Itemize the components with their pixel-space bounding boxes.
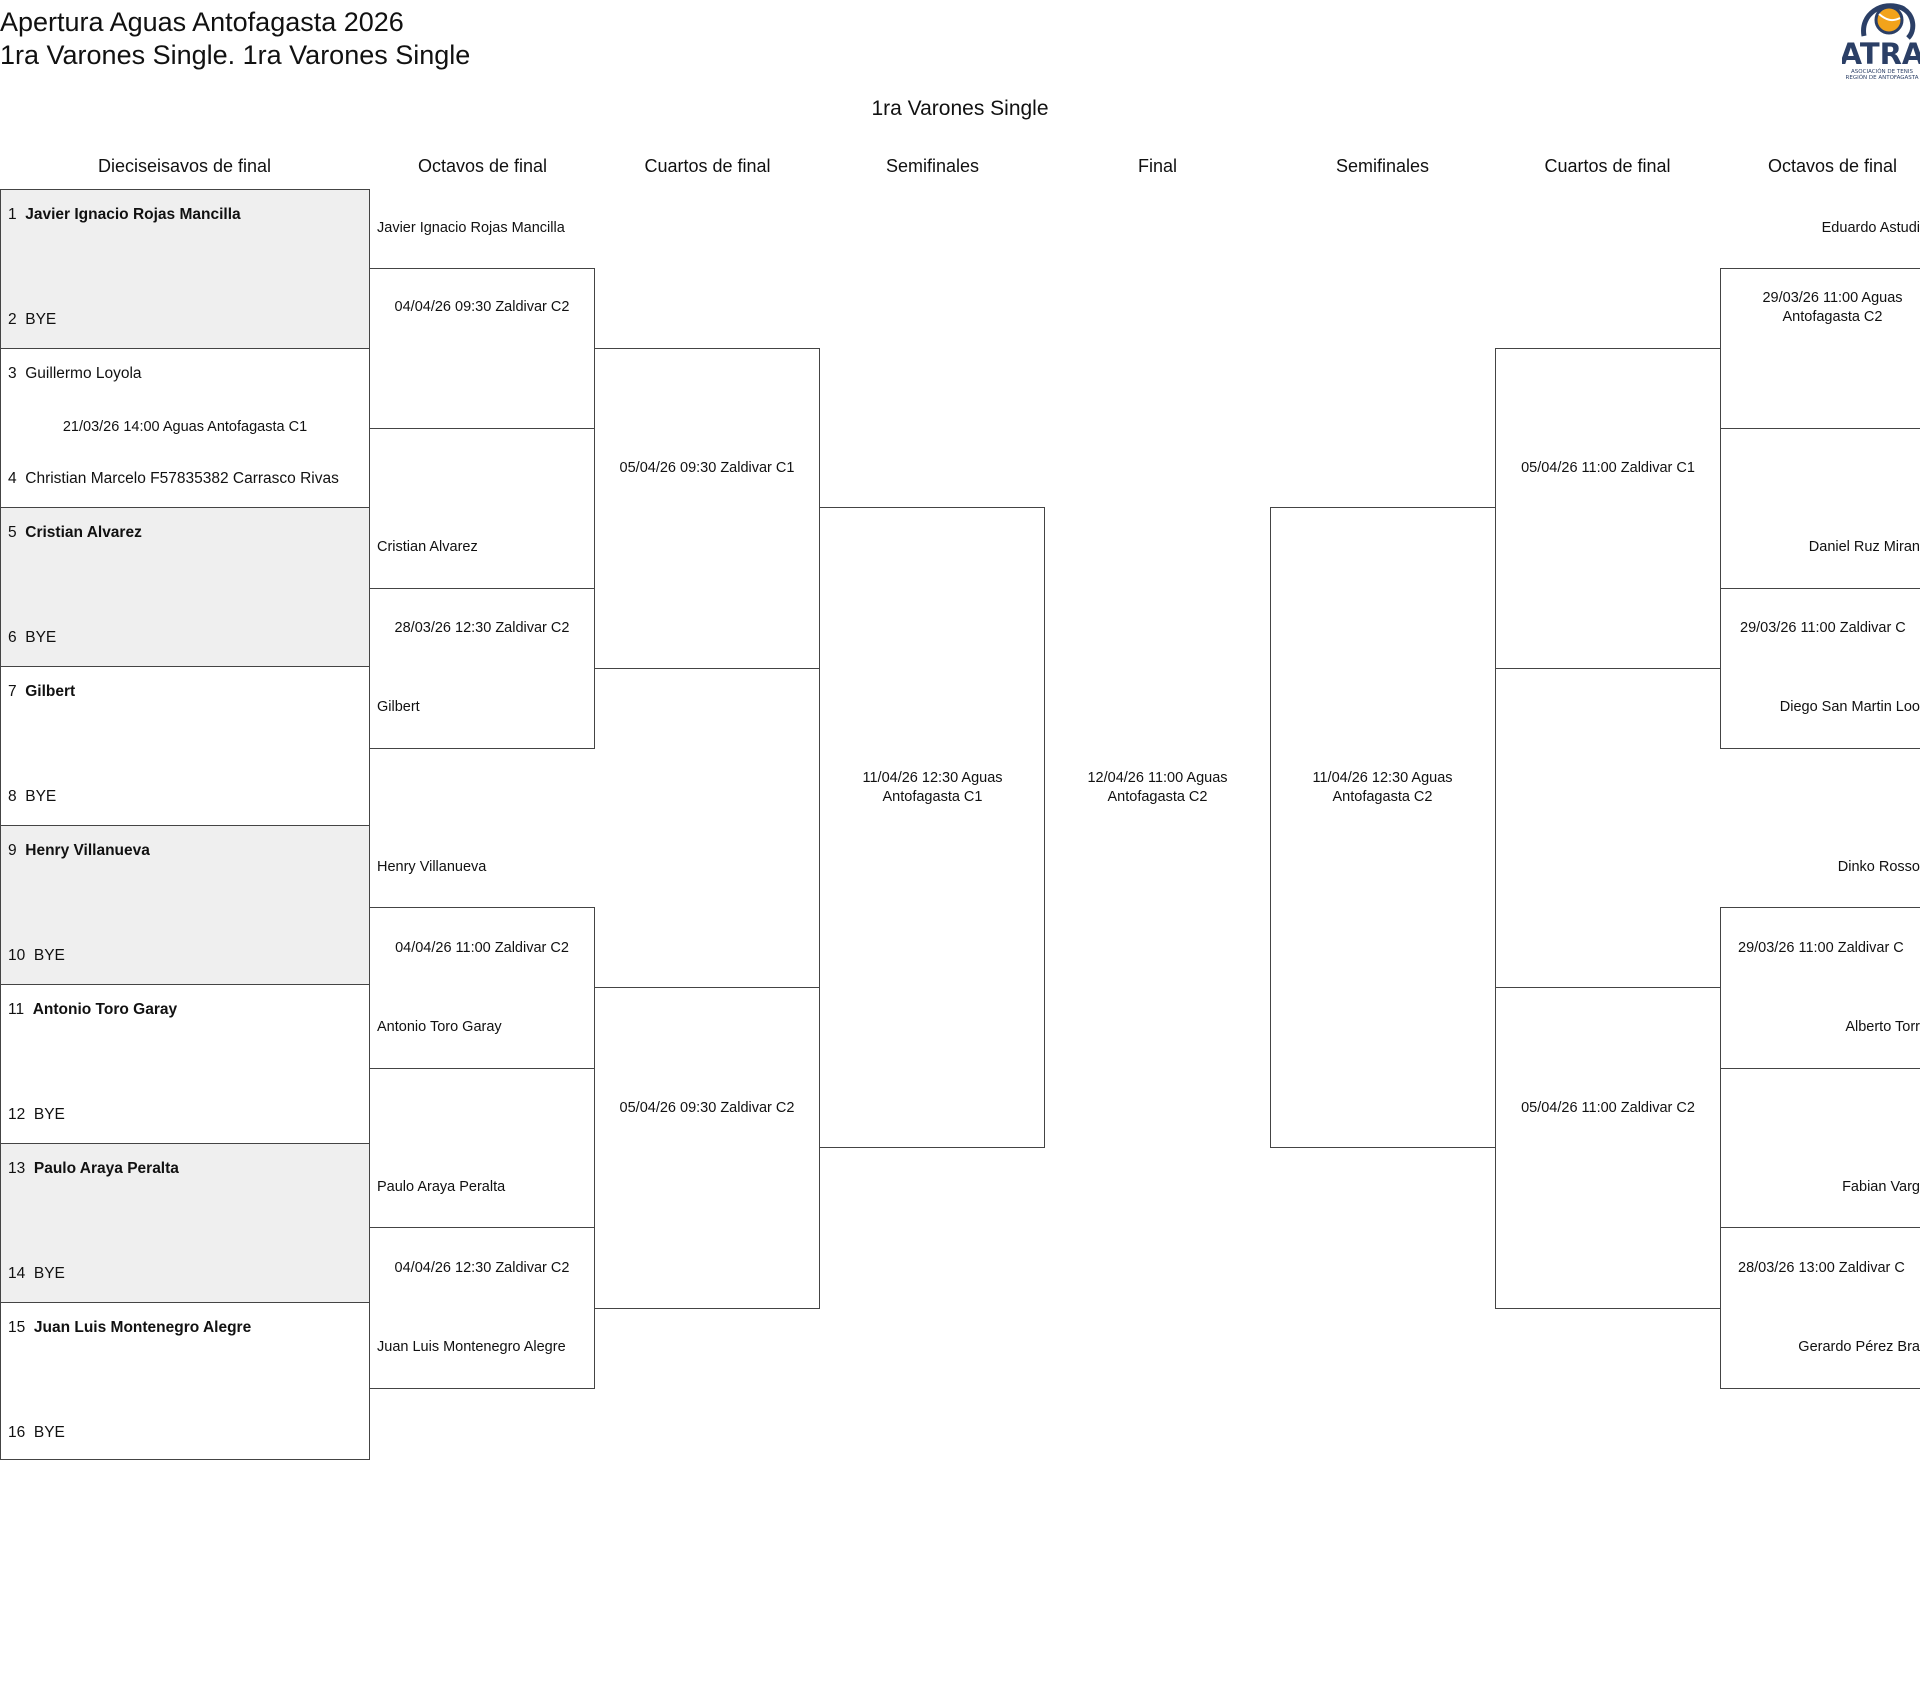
player-entry: 12 BYE bbox=[8, 1106, 65, 1123]
svg-text:REGIÓN DE ANTOFAGASTA: REGIÓN DE ANTOFAGASTA bbox=[1846, 74, 1919, 81]
col-header-r16-right: Octavos de final bbox=[1767, 156, 1898, 176]
match-box[interactable] bbox=[0, 666, 370, 826]
match-box[interactable] bbox=[594, 348, 820, 669]
match-box[interactable] bbox=[0, 825, 370, 985]
match-box[interactable] bbox=[369, 588, 595, 749]
match-box[interactable] bbox=[819, 507, 1045, 1148]
r16-player: Juan Luis Montenegro Alegre bbox=[377, 1339, 566, 1355]
player-entry: 15 Juan Luis Montenegro Alegre bbox=[8, 1319, 252, 1336]
r16-player: Eduardo Astudi bbox=[1821, 220, 1920, 236]
match-box[interactable] bbox=[1495, 348, 1721, 669]
match-box[interactable] bbox=[1270, 507, 1496, 1148]
r16-player: Daniel Ruz Miran bbox=[1808, 539, 1920, 555]
match-box[interactable] bbox=[1720, 907, 1920, 1069]
match-box[interactable] bbox=[594, 987, 820, 1309]
r16-player: Gilbert bbox=[377, 699, 420, 715]
tournament-title: Apertura Aguas Antofagasta 2026 bbox=[0, 7, 404, 37]
player-entry: 2 BYE bbox=[8, 311, 57, 328]
match-box[interactable] bbox=[0, 1143, 370, 1303]
match-schedule: 05/04/26 09:30 Zaldivar C1 bbox=[619, 460, 795, 476]
final-schedule: 12/04/26 11:00 Aguas Antofagasta C2 bbox=[1087, 770, 1228, 805]
match-schedule: 21/03/26 14:00 Aguas Antofagasta C1 bbox=[62, 419, 308, 435]
match-schedule: 28/03/26 13:00 Zaldivar C bbox=[1738, 1260, 1905, 1276]
r16-player: Diego San Martin Loo bbox=[1779, 699, 1920, 715]
player-entry: 16 BYE bbox=[8, 1424, 65, 1441]
player-entry: 13 Paulo Araya Peralta bbox=[8, 1160, 179, 1177]
col-header-qf-right: Cuartos de final bbox=[1544, 156, 1671, 176]
r16-player: Paulo Araya Peralta bbox=[377, 1179, 506, 1195]
player-entry: 9 Henry Villanueva bbox=[8, 842, 150, 859]
col-header-final: Final bbox=[1137, 156, 1177, 176]
player-entry: 7 Gilbert bbox=[8, 683, 76, 700]
match-box[interactable] bbox=[0, 507, 370, 667]
match-schedule: 04/04/26 12:30 Zaldivar C2 bbox=[394, 1260, 570, 1276]
r16-player: Fabian Varg bbox=[1842, 1179, 1920, 1195]
match-schedule: 29/03/26 11:00 Zaldivar C bbox=[1738, 940, 1904, 956]
match-box[interactable] bbox=[0, 189, 370, 349]
r16-player: Henry Villanueva bbox=[377, 859, 487, 875]
col-header-sf-right: Semifinales bbox=[1335, 156, 1430, 176]
match-schedule: 29/03/26 11:00 Zaldivar C bbox=[1740, 620, 1906, 636]
match-box[interactable] bbox=[369, 1227, 595, 1389]
player-entry: 1 Javier Ignacio Rojas Mancilla bbox=[8, 206, 241, 223]
match-schedule: 05/04/26 09:30 Zaldivar C2 bbox=[619, 1100, 795, 1116]
player-entry: 6 BYE bbox=[8, 629, 57, 646]
player-entry: 8 BYE bbox=[8, 788, 57, 805]
match-box[interactable] bbox=[1720, 1227, 1920, 1389]
r16-player: Gerardo Pérez Bra bbox=[1798, 1339, 1920, 1355]
player-entry: 14 BYE bbox=[8, 1265, 65, 1282]
match-box[interactable] bbox=[0, 984, 370, 1144]
r16-player: Antonio Toro Garay bbox=[377, 1019, 502, 1035]
category-title: 1ra Varones Single. 1ra Varones Single bbox=[0, 40, 471, 70]
logo-text: ATRA bbox=[1842, 37, 1920, 71]
match-box[interactable] bbox=[1720, 588, 1920, 749]
col-header-qf-left: Cuartos de final bbox=[644, 156, 771, 176]
svg-text:ASOCIACIÓN DE TENIS: ASOCIACIÓN DE TENIS bbox=[1851, 68, 1913, 75]
r16-player: Alberto Torr bbox=[1845, 1019, 1920, 1035]
atra-logo: ATRA ASOCIACIÓN DE TENIS REGIÓN DE ANTOF… bbox=[1840, 0, 1920, 82]
match-schedule: 05/04/26 11:00 Zaldivar C2 bbox=[1521, 1100, 1695, 1116]
match-box[interactable] bbox=[1720, 268, 1920, 429]
match-box[interactable] bbox=[369, 907, 595, 1069]
r16-player: Javier Ignacio Rojas Mancilla bbox=[377, 220, 565, 236]
player-entry: 4 Christian Marcelo F57835382 Carrasco R… bbox=[8, 470, 339, 487]
col-header-r16-left: Octavos de final bbox=[417, 156, 548, 176]
player-entry: 10 BYE bbox=[8, 947, 65, 964]
draw-title: 1ra Varones Single bbox=[871, 97, 1049, 120]
match-schedule: 04/04/26 11:00 Zaldivar C2 bbox=[395, 940, 569, 956]
match-box[interactable] bbox=[1495, 987, 1721, 1309]
match-schedule: 29/03/26 11:00 Aguas Antofagasta C2 bbox=[1762, 290, 1903, 325]
player-entry: 5 Cristian Alvarez bbox=[8, 524, 142, 541]
r16-player: Dinko Rosso bbox=[1837, 859, 1920, 875]
match-schedule: 28/03/26 12:30 Zaldivar C2 bbox=[394, 620, 570, 636]
col-header-r32: Dieciseisavos de final bbox=[97, 156, 272, 176]
match-schedule: 04/04/26 09:30 Zaldivar C2 bbox=[394, 299, 570, 315]
match-schedule: 11/04/26 12:30 Aguas Antofagasta C2 bbox=[1312, 770, 1453, 805]
player-entry: 11 Antonio Toro Garay bbox=[8, 1001, 178, 1018]
r16-player: Cristian Alvarez bbox=[377, 539, 478, 555]
match-schedule: 05/04/26 11:00 Zaldivar C1 bbox=[1521, 460, 1695, 476]
player-entry: 3 Guillermo Loyola bbox=[8, 365, 142, 382]
match-box[interactable] bbox=[369, 268, 595, 429]
match-box[interactable] bbox=[0, 1302, 370, 1460]
match-schedule: 11/04/26 12:30 Aguas Antofagasta C1 bbox=[862, 770, 1003, 805]
col-header-sf-left: Semifinales bbox=[885, 156, 980, 176]
